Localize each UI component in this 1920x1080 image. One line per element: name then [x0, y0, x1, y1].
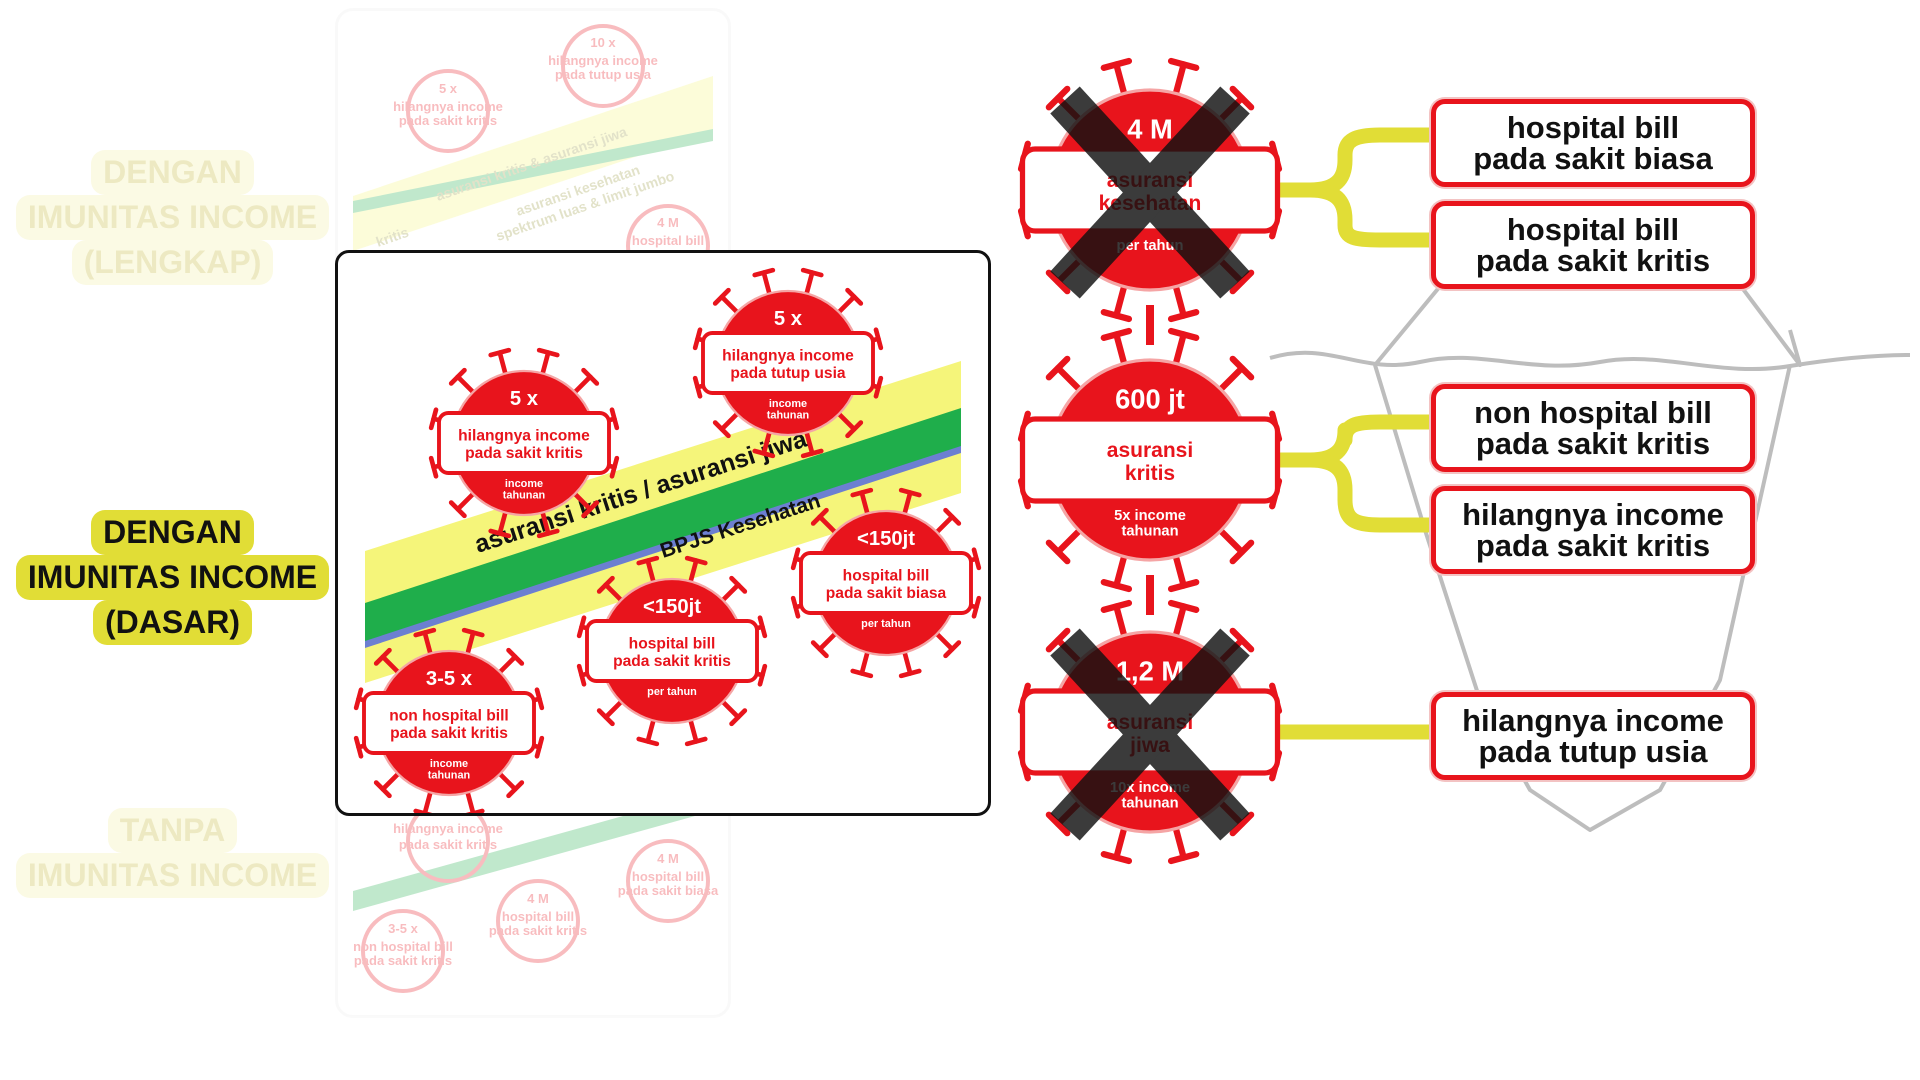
svg-text:hilangnya income: hilangnya income — [393, 821, 503, 836]
svg-text:pada sakit kritis: pada sakit kritis — [399, 113, 497, 128]
svg-text:pada sakit kritis: pada sakit kritis — [489, 923, 587, 938]
panel-virus-v5-text-1: pada sakit kritis — [390, 725, 508, 742]
panel-virus-v2-sub-0: income — [769, 398, 807, 410]
svg-text:hospital bill: hospital bill — [632, 869, 704, 884]
panel-virus-v1-sub-0: income — [505, 478, 543, 490]
svg-text:hilangnya income: hilangnya income — [393, 99, 503, 114]
connectors — [1267, 127, 1438, 740]
label-lengkap: DENGAN IMUNITAS INCOME (LENGKAP) — [15, 150, 330, 285]
cross-icon — [1050, 628, 1250, 841]
svg-text:pada sakit biasa: pada sakit biasa — [618, 883, 719, 898]
panel-virus-v1-label-box — [437, 411, 611, 475]
svg-text:3-5 x: 3-5 x — [388, 921, 418, 936]
svg-text:4 M: 4 M — [657, 215, 679, 230]
svg-text:pada tutup usia: pada tutup usia — [555, 67, 652, 82]
cross-icon — [1050, 86, 1250, 299]
panel-virus-v5-text-0: non hospital bill — [389, 708, 509, 725]
svg-text:10 x: 10 x — [590, 35, 616, 50]
svg-text:pada sakit kritis: pada sakit kritis — [354, 953, 452, 968]
panel-virus-v3-amount: <150jt — [857, 528, 915, 550]
svg-text:hilangnya income: hilangnya income — [548, 53, 658, 68]
big-virus-kesehatan-sub-0: per tahun — [1117, 238, 1184, 254]
big-virus-kesehatan-amount: 4 M — [1127, 114, 1173, 145]
panel-virus-v1-amount: 5 x — [510, 388, 539, 410]
svg-text:hospital bill: hospital bill — [502, 909, 574, 924]
panel-virus-v4-label-box — [585, 619, 759, 683]
panel-virus-v4-amount: <150jt — [643, 596, 701, 618]
panel-virus-v3-text-1: pada sakit biasa — [826, 585, 947, 602]
svg-text:4 M: 4 M — [527, 891, 549, 906]
panel-virus-v1-text-0: hilangnya income — [458, 428, 590, 445]
big-virus-kritis-amount: 600 jt — [1115, 384, 1185, 415]
panel-art: asuransi kritis / asuransi jiwa BPJS Kes… — [353, 267, 982, 819]
panel-virus-v4-text-0: hospital bill — [629, 636, 716, 653]
panel-virus-v3-sub-0: per tahun — [861, 618, 911, 630]
big-virus-kritis-text-0: asuransi — [1107, 439, 1193, 462]
band-green — [365, 408, 961, 643]
main-panel: asuransi kritis / asuransi jiwa BPJS Kes… — [335, 250, 991, 819]
panel-virus-v4-sub-0: per tahun — [647, 686, 697, 698]
svg-text:hospital bill: hospital bill — [632, 233, 704, 248]
ghost-panel: 5 x hilangnya income pada sakit kritis 1… — [335, 8, 731, 1018]
ghost-panel-art: 5 x hilangnya income pada sakit kritis 1… — [353, 24, 719, 993]
panel-virus-v5-sub-1: tahunan — [428, 770, 470, 782]
panel-virus-v2-text-1: pada tutup usia — [730, 365, 846, 382]
svg-text:pada sakit kritis: pada sakit kritis — [399, 837, 497, 852]
panel-virus-v5-sub-0: income — [430, 758, 468, 770]
big-virus-kesehatan: 4 Masuransikesehatanper tahun — [1017, 57, 1283, 323]
big-virus-kritis-sub-1: tahunan — [1121, 524, 1178, 540]
panel-virus-v3-label-box — [799, 551, 973, 615]
panel-virus-v4-text-1: pada sakit kritis — [613, 653, 731, 670]
big-virus-kritis-label-box — [1019, 416, 1281, 504]
panel-virus-v2-label-box — [701, 331, 875, 395]
big-virus-kritis-text-1: kritis — [1125, 462, 1175, 485]
panel-virus-v2-text-0: hilangnya income — [722, 348, 854, 365]
panel-virus-v5-amount: 3-5 x — [426, 668, 473, 690]
panel-virus-v2-amount: 5 x — [774, 308, 803, 330]
panel-virus-v2-sub-1: tahunan — [767, 410, 809, 422]
label-tanpa: TANPA IMUNITAS INCOME — [15, 808, 330, 898]
svg-text:5 x: 5 x — [439, 81, 458, 96]
panel-virus-v3-text-0: hospital bill — [843, 568, 930, 585]
panel-virus-v5-label-box — [362, 691, 536, 755]
band-blue — [365, 446, 961, 648]
big-virus-jiwa-sub-1: tahunan — [1121, 796, 1178, 812]
big-virus-kritis-sub-0: 5x income — [1114, 508, 1186, 524]
svg-text:4 M: 4 M — [657, 851, 679, 866]
panel-virus-v1-sub-1: tahunan — [503, 490, 545, 502]
label-dasar: DENGAN IMUNITAS INCOME (DASAR) — [15, 510, 330, 645]
svg-text:non hospital bill: non hospital bill — [353, 939, 453, 954]
panel-virus-v1-text-1: pada sakit kritis — [465, 445, 583, 462]
